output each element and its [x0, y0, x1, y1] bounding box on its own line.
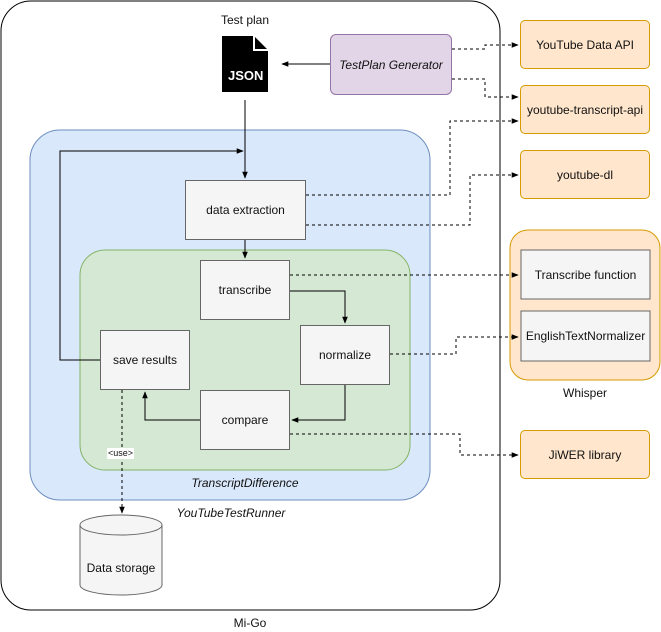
transcript-api-box: youtube-transcript-api	[520, 85, 650, 134]
json-file-icon	[222, 36, 268, 92]
transcribe-step: transcribe	[200, 260, 290, 320]
normalizer-box	[520, 310, 651, 362]
save-results-step: save results	[100, 330, 190, 390]
compare-step: compare	[200, 390, 290, 450]
youtube-data-api-box: YouTube Data API	[520, 20, 650, 69]
dep-extraction-youtube-dl	[306, 172, 519, 226]
arrow-transcribe-to-normalize	[290, 290, 348, 324]
normalize-step: normalize	[300, 325, 390, 385]
dep-normalize-normalizer	[390, 334, 519, 355]
test-plan-label: Test plan	[220, 13, 270, 27]
data-extraction-step: data extraction	[185, 180, 306, 240]
transcribe-function-label: Transcribe function	[534, 267, 637, 282]
data-storage-cylinder	[79, 514, 163, 596]
mi-go-label: Mi-Go	[233, 616, 267, 630]
whisper-label: Whisper	[562, 386, 608, 400]
difference-label: TranscriptDifference	[191, 476, 299, 490]
dep-extraction-transcript-api	[306, 118, 519, 196]
dep-compare-jiwer	[290, 433, 519, 458]
json-icon-text: JSON	[228, 68, 264, 83]
transcribe-function-box	[520, 249, 651, 300]
dep-generator-transcript-api	[452, 78, 519, 100]
use-tag: <use>	[107, 448, 135, 459]
arrow-save-loop-back	[59, 148, 244, 361]
runner-label: YouTubeTestRunner	[176, 506, 286, 520]
testplan-generator: TestPlan Generator	[330, 34, 452, 95]
normalizer-label: EnglishTextNormalizer	[525, 329, 646, 343]
data-storage-label: Data storage	[86, 561, 156, 575]
arrow-normalize-to-compare	[291, 385, 346, 423]
jiwer-library-box: JiWER library	[520, 430, 650, 479]
arrow-compare-to-save	[142, 391, 200, 421]
youtube-dl-box: youtube-dl	[520, 150, 650, 199]
